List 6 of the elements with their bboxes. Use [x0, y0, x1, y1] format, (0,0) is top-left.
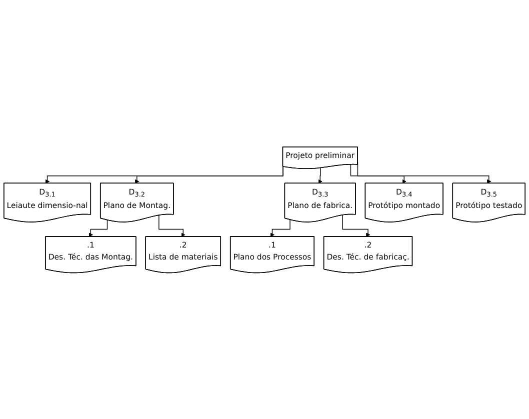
arrow — [88, 219, 108, 237]
arrow — [270, 219, 290, 237]
arrow — [158, 214, 186, 237]
arrow — [342, 214, 370, 237]
arrow — [318, 167, 322, 184]
arrow — [350, 164, 406, 184]
